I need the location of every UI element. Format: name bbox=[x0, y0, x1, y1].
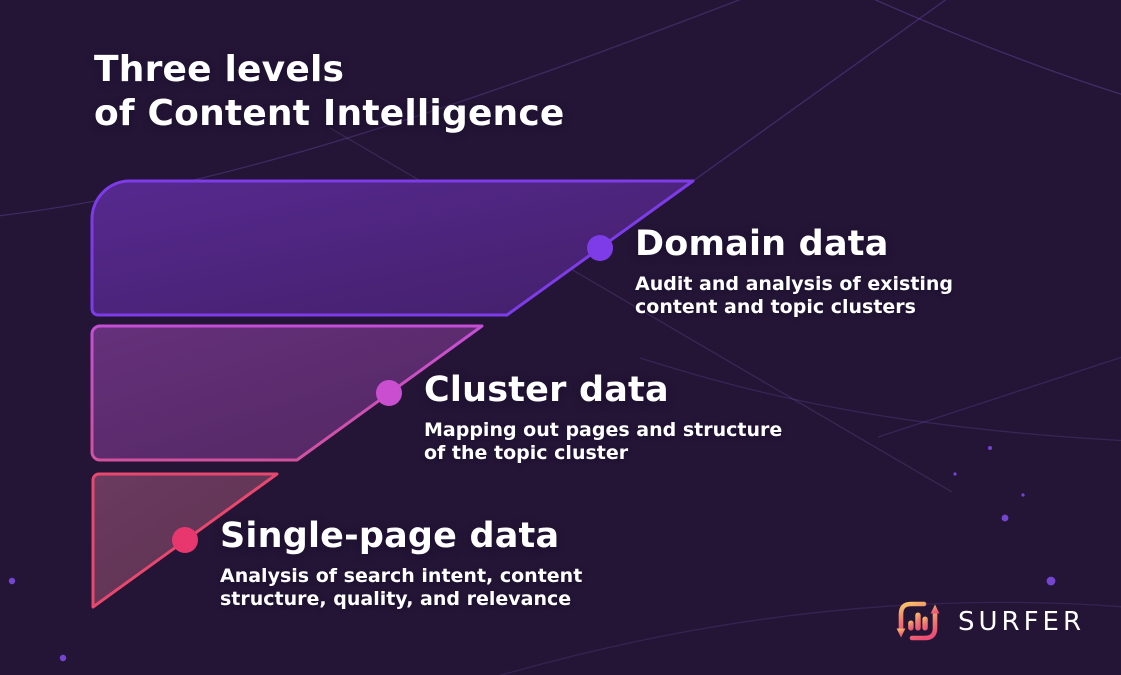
level-domain-description: Audit and analysis of existing content a… bbox=[635, 273, 953, 319]
star-dots bbox=[8, 349, 1056, 662]
level-marker-domain bbox=[587, 235, 613, 261]
level-domain-heading: Domain data bbox=[635, 224, 889, 264]
level-single-page-description-line1: Analysis of search intent, content bbox=[220, 565, 583, 587]
page-title-line1: Three levels bbox=[94, 49, 345, 90]
level-single-page-heading: Single-page data bbox=[220, 516, 560, 556]
level-domain: Domain data Audit and analysis of existi… bbox=[635, 224, 953, 319]
level-cluster: Cluster data Mapping out pages and struc… bbox=[424, 370, 782, 465]
level-shape-cluster bbox=[90, 324, 484, 462]
level-cluster-description-line1: Mapping out pages and structure bbox=[424, 419, 783, 441]
surfer-logo: SURFER bbox=[894, 597, 1085, 645]
level-cluster-description-line2: of the topic cluster bbox=[424, 442, 629, 464]
level-domain-description-line2: content and topic clusters bbox=[635, 296, 916, 318]
level-domain-description-line1: Audit and analysis of existing bbox=[635, 273, 954, 295]
level-marker-single-page bbox=[172, 527, 198, 553]
level-single-page: Single-page data Analysis of search inte… bbox=[220, 516, 582, 611]
page-title: Three levels of Content Intelligence bbox=[94, 48, 565, 136]
cycle-arrows-icon bbox=[898, 601, 938, 641]
surfer-logo-icon bbox=[896, 601, 940, 641]
level-single-page-description-line2: structure, quality, and relevance bbox=[220, 588, 572, 610]
level-shape-domain bbox=[90, 179, 695, 317]
bar-chart-icon bbox=[908, 612, 928, 631]
surfer-logo-text: SURFER bbox=[958, 607, 1086, 637]
level-marker-cluster bbox=[376, 380, 402, 406]
page-title-line2: of Content Intelligence bbox=[94, 93, 565, 134]
level-cluster-description: Mapping out pages and structure of the t… bbox=[424, 419, 782, 465]
level-single-page-description: Analysis of search intent, content struc… bbox=[220, 565, 582, 611]
cycle-arrowheads bbox=[896, 604, 940, 638]
level-cluster-heading: Cluster data bbox=[424, 370, 669, 410]
